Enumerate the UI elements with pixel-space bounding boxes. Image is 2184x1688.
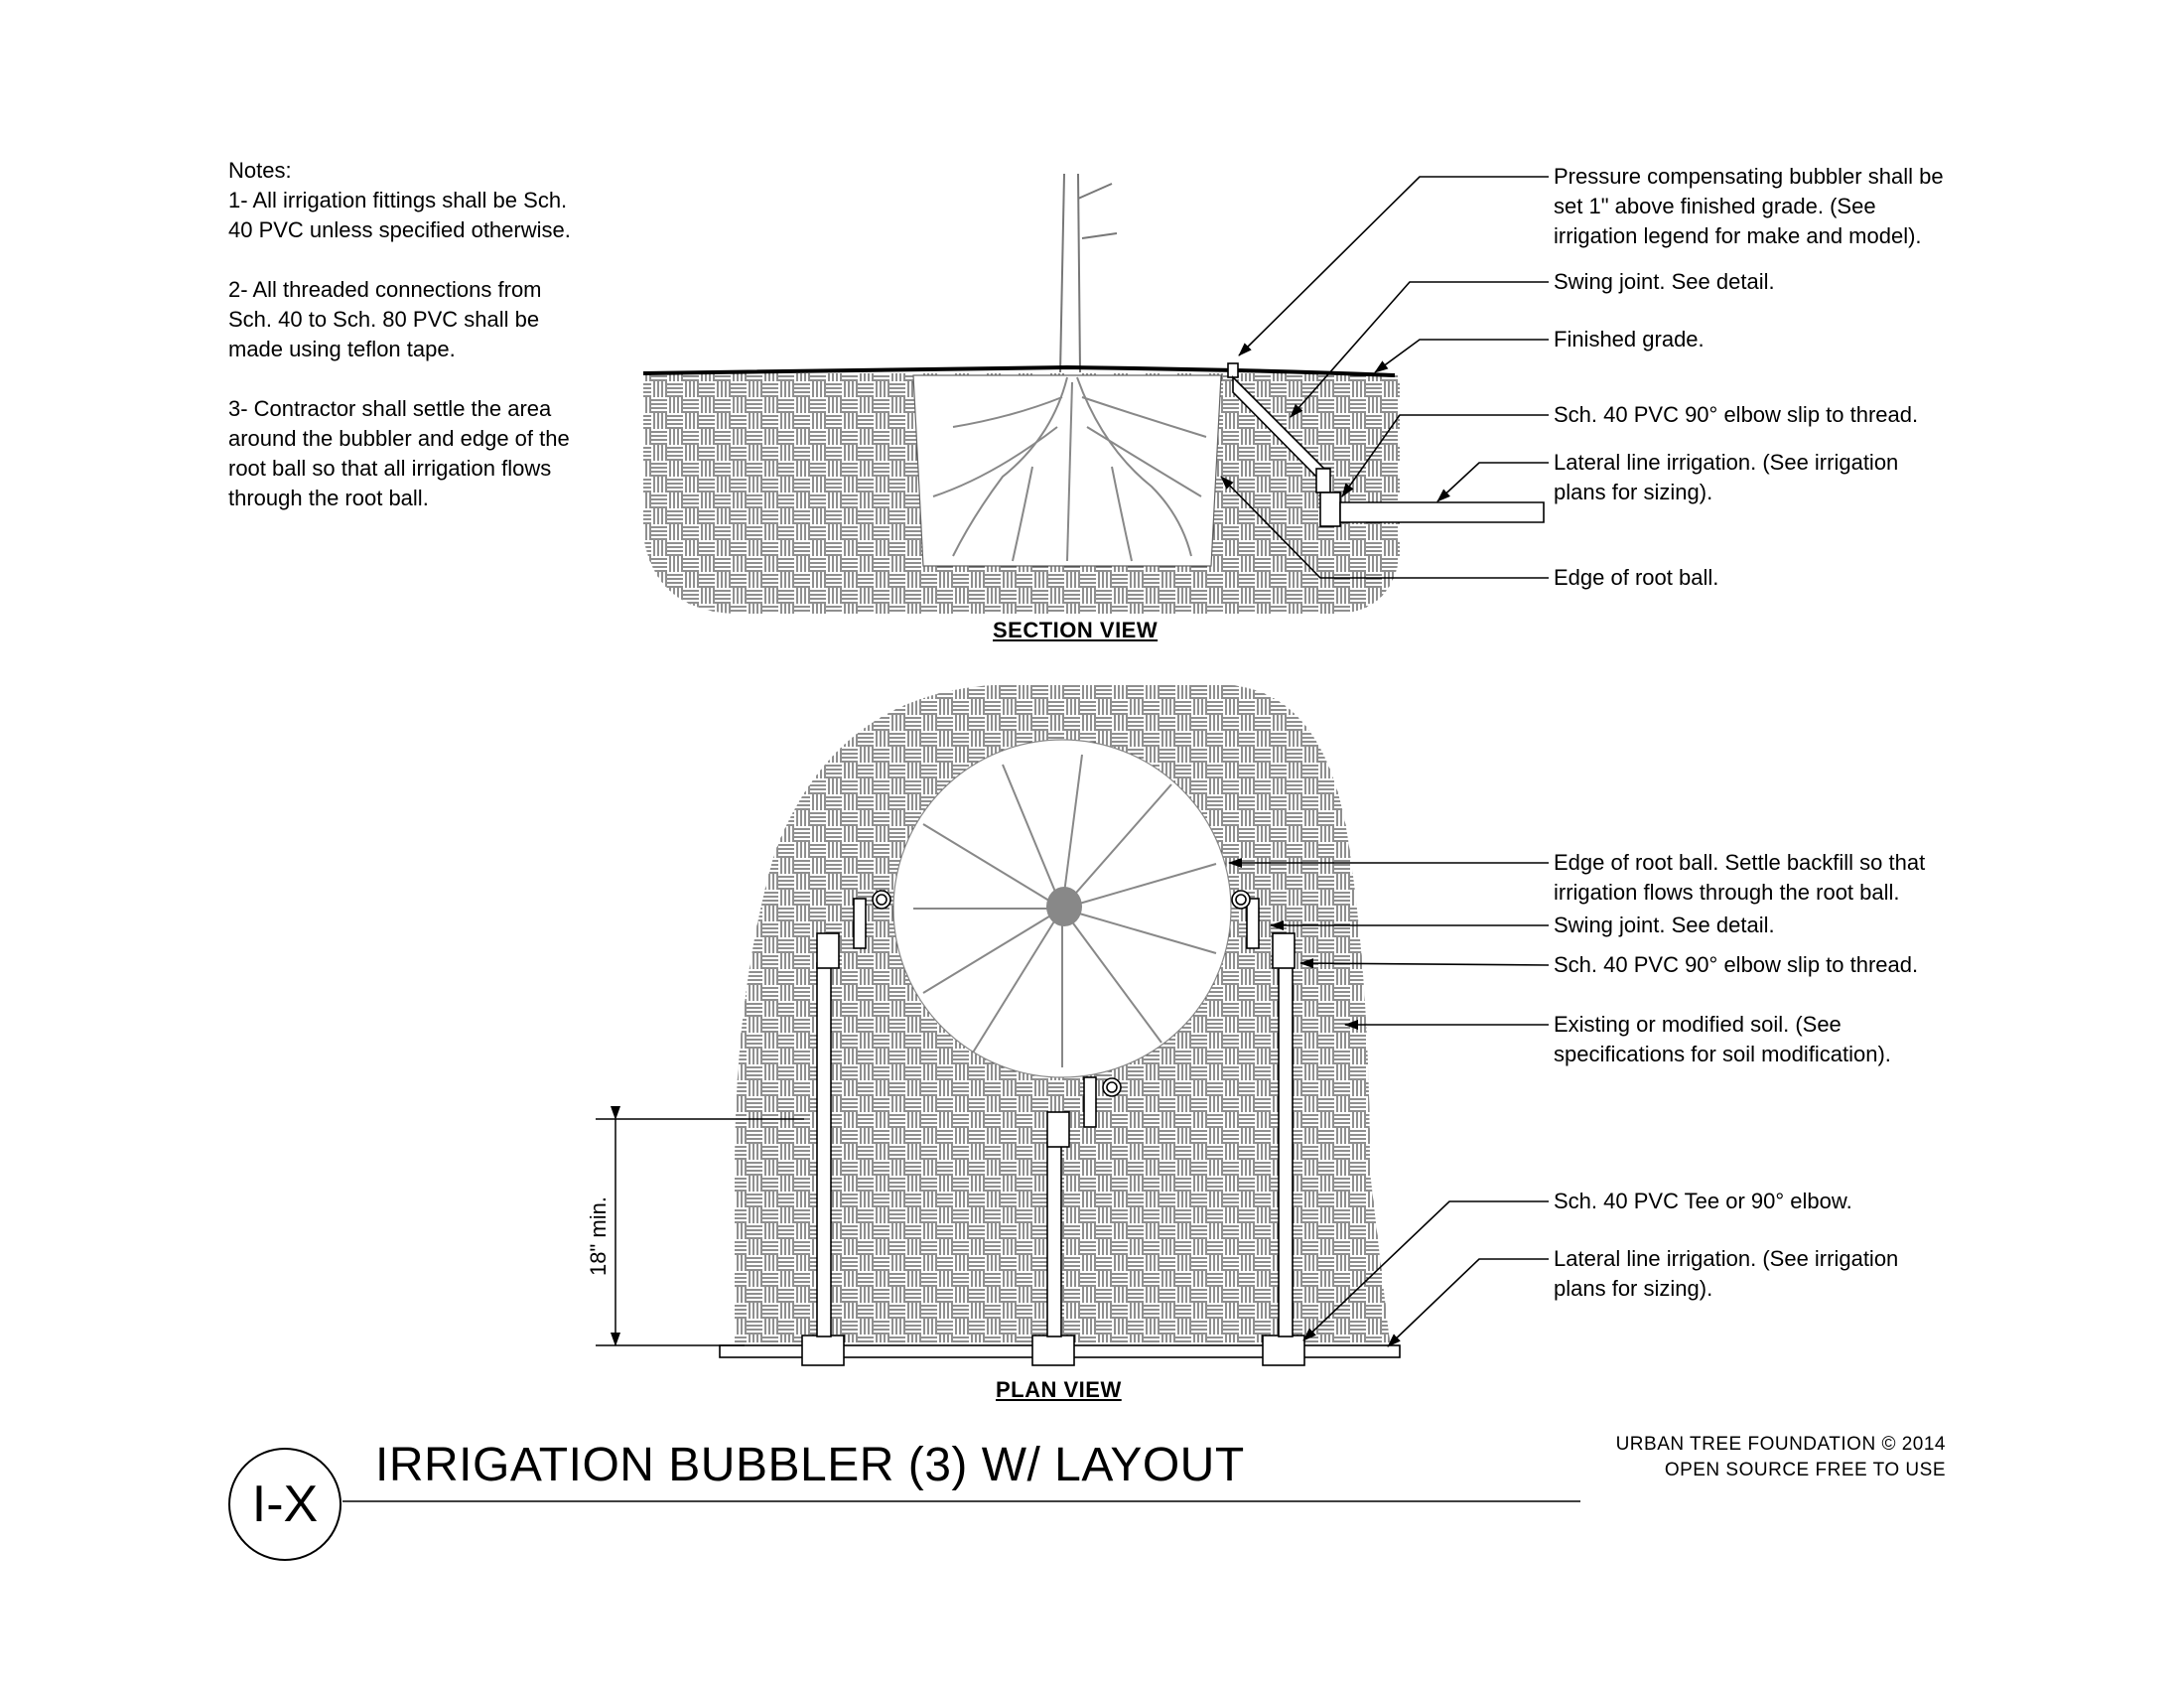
callout-existing-soil: Existing or modified soil. (See specific… <box>1554 1012 1891 1066</box>
callout-section-elbow: Sch. 40 PVC 90° elbow slip to thread. <box>1554 402 1919 427</box>
callout-bubbler-height: Pressure compensating bubbler shall be s… <box>1554 164 1944 248</box>
tree-trunk <box>1059 173 1118 373</box>
plan-trunk <box>1046 887 1082 926</box>
callout-section-lateral-line: Lateral line irrigation. (See irrigation… <box>1554 450 1899 504</box>
section-view-label: SECTION VIEW <box>993 618 1159 642</box>
callout-section-root-ball-edge: Edge of root ball. <box>1554 565 1719 590</box>
note-item-3: 3- Contractor shall settle the area arou… <box>228 396 570 510</box>
plan-irrigation-assembly <box>719 890 1401 1366</box>
finished-grade-line <box>642 364 1396 377</box>
callout-plan-root-ball-edge: Edge of root ball. Settle backfill so th… <box>1554 850 1926 905</box>
note-item-1: 1- All irrigation fittings shall be Sch.… <box>228 188 571 242</box>
callout-tee-elbow: Sch. 40 PVC Tee or 90° elbow. <box>1554 1189 1852 1213</box>
section-root-ball <box>912 374 1222 567</box>
callout-plan-lateral-line: Lateral line irrigation. (See irrigation… <box>1554 1246 1899 1301</box>
section-bubbler-assembly <box>1227 362 1545 527</box>
sheet-id-badge: I-X <box>228 1448 341 1561</box>
callout-plan-swing-joint: Swing joint. See detail. <box>1554 913 1775 937</box>
plan-view-drawing <box>596 685 1401 1366</box>
callout-plan-elbow: Sch. 40 PVC 90° elbow slip to thread. <box>1554 952 1919 977</box>
section-roots <box>932 376 1207 562</box>
notes-heading: Notes: <box>228 158 292 183</box>
callout-finished-grade: Finished grade. <box>1554 327 1705 352</box>
general-notes: Notes: 1- All irrigation fittings shall … <box>228 156 645 543</box>
dimension-label: 18" min. <box>586 1196 611 1276</box>
leader-lines <box>1220 176 1550 1347</box>
dimension-18in <box>596 1106 804 1346</box>
detail-title: IRRIGATION BUBBLER (3) W/ LAYOUT <box>375 1439 1245 1491</box>
plan-roots <box>913 754 1217 1067</box>
credit-text: URBAN TREE FOUNDATION © 2014 OPEN SOURCE… <box>1615 1434 1946 1480</box>
section-view-drawing <box>642 173 1545 615</box>
callout-section-swing-joint: Swing joint. See detail. <box>1554 269 1775 294</box>
plan-view-label: PLAN VIEW <box>996 1377 1122 1402</box>
sheet-id-text: I-X <box>251 1476 319 1533</box>
note-item-2: 2- All threaded connections from Sch. 40… <box>228 277 542 361</box>
